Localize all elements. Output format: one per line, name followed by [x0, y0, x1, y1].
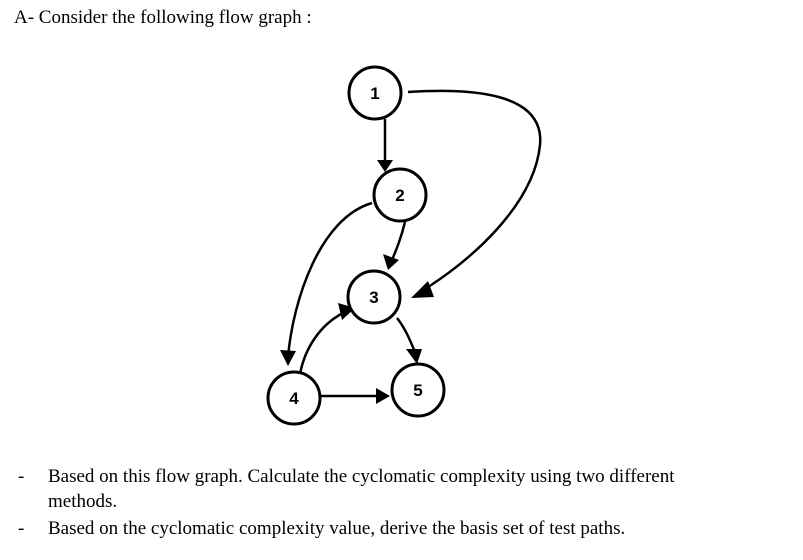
- task-item-1-line-2: methods.: [48, 491, 118, 512]
- node-3: 3: [346, 269, 402, 325]
- bullet-marker: -: [18, 466, 25, 487]
- task-item-2: - Based on the cyclomatic complexity val…: [0, 516, 803, 541]
- node-1-label: 1: [370, 84, 379, 103]
- task-item-1-line-1: Based on this flow graph. Calculate the …: [48, 466, 675, 487]
- edge-1-2: [377, 119, 393, 172]
- edge-3-5: [396, 317, 422, 364]
- node-4: 4: [266, 370, 322, 426]
- task-item-1: - Based on this flow graph. Calculate th…: [0, 464, 803, 514]
- edge-4-5: [320, 388, 390, 404]
- edge-4-3: [298, 303, 355, 375]
- node-2: 2: [372, 167, 428, 223]
- edge-1-3: [407, 89, 542, 298]
- node-4-label: 4: [289, 389, 299, 408]
- node-2-label: 2: [395, 186, 404, 205]
- task-list: - Based on this flow graph. Calculate th…: [0, 464, 803, 543]
- node-3-label: 3: [369, 288, 378, 307]
- bullet-marker: -: [18, 518, 25, 539]
- edge-2-4: [280, 201, 373, 366]
- task-item-2-line-1: Based on the cyclomatic complexity value…: [48, 518, 626, 539]
- node-5-label: 5: [413, 381, 422, 400]
- edge-2-3: [383, 221, 407, 270]
- question-heading: A- Consider the following flow graph :: [14, 7, 312, 28]
- node-1: 1: [347, 65, 403, 121]
- node-5: 5: [390, 362, 446, 418]
